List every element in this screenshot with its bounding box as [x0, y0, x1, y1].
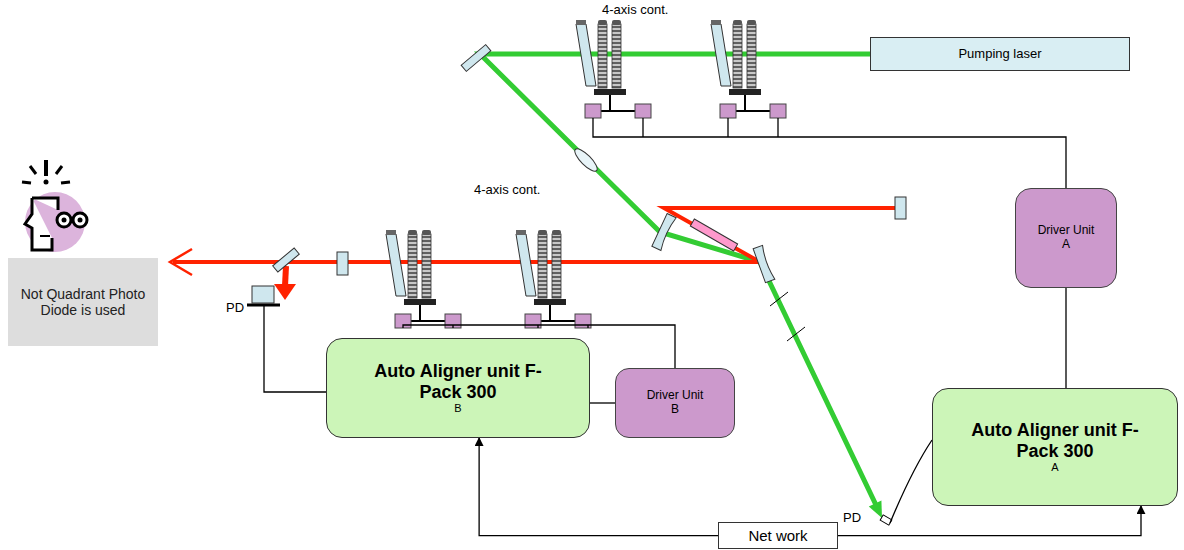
photo-diode	[264, 306, 326, 392]
motor-wires	[403, 118, 1066, 368]
notice-icon	[61, 182, 70, 183]
motor-wires	[593, 118, 1066, 188]
laser-beam	[173, 208, 895, 262]
connector-line	[479, 438, 718, 536]
pump-beam	[770, 292, 788, 306]
optics	[652, 214, 676, 251]
laser-beam	[285, 266, 286, 286]
motor-wires	[537, 325, 538, 328]
notice-icon	[40, 235, 50, 237]
optics	[690, 219, 737, 251]
pump-beam	[869, 501, 882, 518]
motor-wires	[777, 118, 778, 137]
photo-diode	[890, 440, 932, 523]
photo-diode	[252, 286, 274, 303]
mirror-mounts	[386, 20, 786, 328]
node-text: Net work	[748, 527, 807, 544]
node-text: B	[671, 403, 679, 417]
optics	[273, 248, 300, 272]
driver-unit: Driver UnitB	[615, 368, 735, 438]
mirror-mounts	[516, 230, 591, 328]
node-text: B	[454, 402, 461, 415]
node-text: Driver Unit	[1038, 224, 1095, 238]
aligner-unit: Auto Aligner unit F-Pack 300B	[326, 338, 590, 438]
motor-wires	[587, 325, 588, 328]
connector-line	[1065, 288, 1066, 388]
aligner-unit: Auto Aligner unit F-Pack 300A	[932, 388, 1178, 506]
pump-beam	[480, 54, 882, 518]
notice-icon	[22, 160, 87, 252]
node-text: Pumping laser	[958, 47, 1041, 62]
node-text: Auto Aligner unit F-Pack 300	[965, 420, 1145, 461]
motor-wires	[727, 118, 728, 137]
node-text: Driver Unit	[647, 389, 704, 403]
network-box: Net work	[718, 522, 838, 549]
optics	[895, 197, 906, 219]
laser-beam	[170, 249, 192, 275]
mount-label: 4-axis cont.	[602, 2, 668, 17]
laser-box: Pumping laser	[870, 37, 1130, 71]
notice-icon	[25, 198, 58, 250]
notice-icon	[56, 166, 62, 174]
mount-label: 4-axis cont.	[474, 182, 540, 197]
motor-wires	[642, 118, 643, 137]
notice-icon	[44, 160, 48, 176]
detector-label: PD	[226, 300, 244, 315]
optics	[337, 252, 348, 275]
node-text: Not Quadrant Photo Diode is used	[17, 286, 149, 318]
node-text: A	[1062, 238, 1070, 252]
photo-diode	[247, 286, 932, 525]
detector-label: PD	[843, 510, 861, 525]
photo-diode	[880, 515, 892, 525]
motor-wires	[452, 325, 453, 328]
pump-beam	[787, 327, 805, 341]
laser-beam	[274, 284, 296, 300]
node-text: Auto Aligner unit F-Pack 300	[368, 361, 548, 402]
notice-icon	[30, 166, 36, 174]
driver-unit: Driver UnitA	[1015, 188, 1117, 288]
optics	[461, 45, 491, 72]
notice-icon	[62, 218, 67, 223]
node-text: A	[1051, 461, 1058, 474]
note-box: Not Quadrant Photo Diode is used	[8, 258, 158, 346]
optics	[572, 146, 600, 174]
notice-icon	[57, 213, 71, 227]
mirror-mounts	[386, 230, 461, 328]
optics	[753, 245, 775, 282]
notice-icon	[44, 180, 49, 185]
notice-icon	[73, 213, 87, 227]
notice-icon	[78, 218, 83, 223]
connector-line	[838, 506, 1141, 536]
mirror-mounts	[711, 20, 786, 118]
notice-icon	[22, 182, 31, 183]
connector-line	[590, 402, 615, 403]
mirror-mounts	[576, 20, 651, 118]
